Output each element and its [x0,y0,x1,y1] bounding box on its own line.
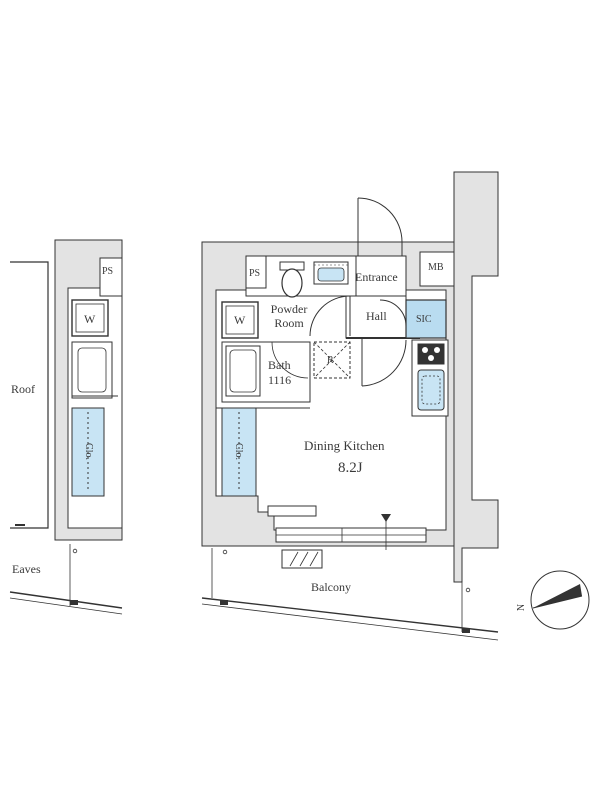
w-label: W [234,313,246,327]
left-ps-box [99,257,123,297]
left-clo-label: Clo. [82,443,94,460]
sic-label: SIC [416,314,432,325]
compass-icon [530,570,590,630]
bath-label: Bath [268,358,291,372]
clo-label: Clo. [232,443,244,460]
kitchen-sink-icon [417,369,445,411]
entrance-area [355,255,407,297]
aircon [267,505,317,517]
main-unit [201,171,499,641]
left-unit [9,239,123,615]
left-bathtub-icon [71,341,113,399]
ps-label: PS [249,268,261,279]
roof-label: Roof [11,382,35,396]
left-w-label: W [84,312,96,326]
ps-box [245,255,267,289]
sic-closet [405,299,447,339]
sink-icon [313,261,349,285]
refrigerator-label: R [327,355,334,366]
bathtub-icon [225,345,261,397]
aircon-outdoor-unit [281,549,323,569]
left-ps-label: PS [102,266,114,277]
entrance-label: Entrance [355,270,398,284]
stove-icon [417,343,445,365]
hall-label: Hall [366,309,387,323]
compass-north-label: N [516,603,528,612]
balcony-edge [201,597,499,633]
refrigerator-icon [313,341,351,379]
area-label: 8.2J [338,460,363,476]
bath-size-label: 1116 [268,373,292,387]
toilet-icon [279,261,305,298]
roof-outline [10,261,49,529]
mb-label: MB [428,262,444,273]
entrance-door-swing [357,197,403,243]
entry-marker [381,514,391,522]
eaves-label: Eaves [12,562,41,576]
mb-box [419,251,455,287]
powder-room-label: Powder Room [270,302,308,330]
balcony-label: Balcony [311,580,351,594]
dining-kitchen-label: Dining Kitchen [304,438,385,453]
washer-icon [221,301,259,339]
powder-door-swing [309,295,351,337]
hall-area [345,295,407,339]
right-wall [453,171,499,583]
left-washer-icon [71,299,109,337]
hall-door-swing [361,339,407,387]
eaves-edge [9,591,123,609]
